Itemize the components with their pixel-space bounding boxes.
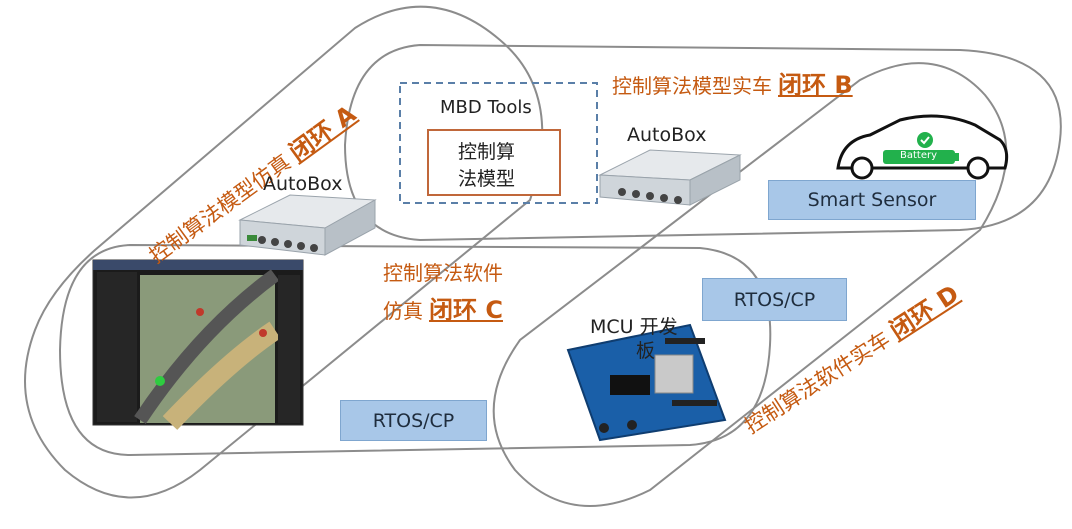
mbd-tools-title: MBD Tools <box>440 97 532 118</box>
loop-d-outline <box>492 62 1008 507</box>
autobox-right-label: AutoBox <box>627 124 707 146</box>
loop-c-label-line1: 控制算法软件 <box>383 261 503 285</box>
loop-b-tag: 闭环 B <box>778 71 853 99</box>
loop-c-label-line2: 仿真闭环 C <box>383 290 503 325</box>
mcu-label-line2: 板 <box>636 340 656 362</box>
mbd-inner-line2: 法模型 <box>458 168 516 190</box>
rtos-top-box: RTOS/CP <box>702 278 847 321</box>
loop-b-prefix: 控制算法模型实车 <box>612 74 772 98</box>
autobox-right-device <box>598 149 742 206</box>
loop-c-tag: 闭环 C <box>429 296 503 324</box>
loop-b-label: 控制算法模型实车闭环 B <box>612 65 853 100</box>
loop-a-outline <box>24 5 544 499</box>
mbd-inner-box <box>427 129 561 196</box>
check-icon <box>917 132 933 148</box>
loop-b-outline <box>343 43 1062 242</box>
simulation-screen <box>92 259 304 430</box>
mcu-board-image <box>566 323 727 442</box>
smart-sensor-box: Smart Sensor <box>768 180 976 220</box>
car-icon <box>836 114 1009 180</box>
autobox-left-device <box>238 194 377 256</box>
battery-label: Battery <box>900 150 938 161</box>
battery-icon <box>883 150 955 164</box>
mcu-label-line1: MCU 开发 <box>590 316 678 338</box>
rtos-bottom-box: RTOS/CP <box>340 400 487 441</box>
autobox-left-label: AutoBox <box>263 173 343 195</box>
loop-c-prefix-2: 仿真 <box>383 299 423 323</box>
mbd-inner-line1: 控制算 <box>458 141 516 163</box>
mbd-tools-box <box>399 82 598 204</box>
